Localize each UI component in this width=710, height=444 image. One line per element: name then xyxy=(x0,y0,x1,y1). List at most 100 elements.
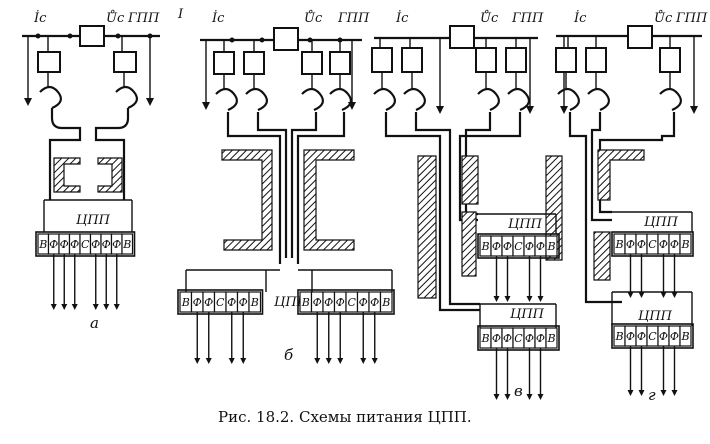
switchgear-cell-label: В xyxy=(546,332,555,345)
sub-label-a: а xyxy=(90,314,99,332)
uc-label-g: Ůc xyxy=(654,10,673,26)
feeder-arrow xyxy=(194,358,201,364)
feeder-arrow xyxy=(537,394,544,400)
switchgear-frame xyxy=(611,323,694,349)
ic-label-a: İc xyxy=(33,9,47,26)
uc-label-a: Ůc xyxy=(106,10,125,26)
switchgear-cell-label: Ф xyxy=(637,238,646,251)
switchgear-cell-label: Ф xyxy=(49,238,58,251)
sub-label-v: в xyxy=(514,382,523,400)
switchgear-cell-label: Ф xyxy=(637,330,646,343)
feeder-arrow xyxy=(660,292,667,298)
ic-label-v: İc xyxy=(395,9,409,26)
switchgear-cell-label: Ф xyxy=(102,238,111,251)
switchgear-cell-label: Ф xyxy=(536,332,545,345)
uc-label-b: Ůc xyxy=(304,10,323,26)
uc-label-v: Ůc xyxy=(480,10,499,26)
switchgear-cell-label: Ф xyxy=(536,240,545,253)
switchgear-cell-label: В xyxy=(680,330,689,343)
feeder-arrow xyxy=(537,296,544,302)
switchgear-cell-label: Ф xyxy=(626,238,635,251)
switchgear-cell-label: С xyxy=(81,238,90,251)
feeder-arrow xyxy=(493,394,500,400)
switchgear-frame xyxy=(297,289,395,315)
switchgear-cell-label: Ф xyxy=(112,238,121,251)
switchgear-cell-label: С xyxy=(216,296,225,309)
cpp-label-g-top: ЦПП xyxy=(644,215,679,230)
feeder-arrow xyxy=(627,390,634,396)
feeder-arrow xyxy=(61,304,68,310)
switchgear-cell-label: В xyxy=(614,238,623,251)
switchgear-cell xyxy=(545,235,558,257)
switchgear-cell xyxy=(545,327,558,349)
switchgear-cell-label: В xyxy=(38,238,47,251)
switchgear-cell-label: Ф xyxy=(313,296,322,309)
feeder-arrow xyxy=(205,358,212,364)
bus-coupler-g xyxy=(627,25,653,49)
switchgear-cell xyxy=(679,325,692,347)
switchgear-cell-label: С xyxy=(648,330,657,343)
switchgear-cell-label: Ф xyxy=(503,240,512,253)
switchgear-cell-label: Ф xyxy=(239,296,248,309)
bus-coupler-b xyxy=(273,27,299,51)
feeder-arrow xyxy=(493,296,500,302)
switchgear-cell-label: В xyxy=(480,240,489,253)
switchgear-cell-label: Ф xyxy=(70,238,79,251)
switchgear-cell-label: Ф xyxy=(503,332,512,345)
feeder-arrow xyxy=(50,304,57,310)
switchgear-cell-label: Ф xyxy=(91,238,100,251)
cpp-label-v-bot: ЦПП xyxy=(510,307,545,322)
cpp-label-a: ЦПП xyxy=(76,213,111,228)
switchgear-frame xyxy=(611,231,694,257)
switchgear-cell-label: Ф xyxy=(525,332,534,345)
switchgear-frame xyxy=(477,325,560,351)
bus-marker-b: I xyxy=(177,7,184,22)
switchgear-cell-label: В xyxy=(301,296,310,309)
switchgear-cell-label: В xyxy=(480,332,489,345)
feeder-arrow xyxy=(526,394,533,400)
cpp-label-g-bot: ЦПП xyxy=(638,309,673,324)
ic-label-b: İc xyxy=(211,9,225,26)
ic-label-g: İc xyxy=(573,9,587,26)
switchgear-cell-label: В xyxy=(122,238,131,251)
switchgear-cell-label: С xyxy=(648,238,657,251)
feeder-arrow xyxy=(660,390,667,396)
cpp-label-v-top: ЦПП xyxy=(508,217,543,232)
switchgear-cell-label: В xyxy=(546,240,555,253)
feeder-arrow xyxy=(360,358,367,364)
gpp-label-b: ГПП xyxy=(337,11,370,26)
feeder-arrow xyxy=(113,304,120,310)
bus-coupler-v xyxy=(449,25,475,49)
feeder-arrow xyxy=(92,304,99,310)
switchgear-cell-label: Ф xyxy=(670,330,679,343)
switchgear-cell-label: В xyxy=(680,238,689,251)
figure-caption: Рис. 18.2. Схемы питания ЦПП. xyxy=(218,408,472,426)
switchgear-cell-label: С xyxy=(514,240,523,253)
feeder-arrow xyxy=(240,358,247,364)
switchgear-cell-label: Ф xyxy=(370,296,379,309)
switchgear-cell-label: В xyxy=(381,296,390,309)
switchgear-cell-label: Ф xyxy=(336,296,345,309)
gpp-label-a: ГПП xyxy=(127,11,160,26)
switchgear-frame xyxy=(35,231,136,257)
feeder-arrow xyxy=(638,390,645,396)
feeder-arrow xyxy=(526,296,533,302)
switchgear-cell-label: С xyxy=(514,332,523,345)
switchgear-cell xyxy=(248,291,262,313)
switchgear-cell-label: Ф xyxy=(659,238,668,251)
gpp-label-v: ГПП xyxy=(511,11,544,26)
switchgear-cell xyxy=(679,233,692,255)
switchgear-cell-label: Ф xyxy=(193,296,202,309)
switchgear-cell-label: В xyxy=(181,296,190,309)
feeder-arrow xyxy=(228,358,235,364)
